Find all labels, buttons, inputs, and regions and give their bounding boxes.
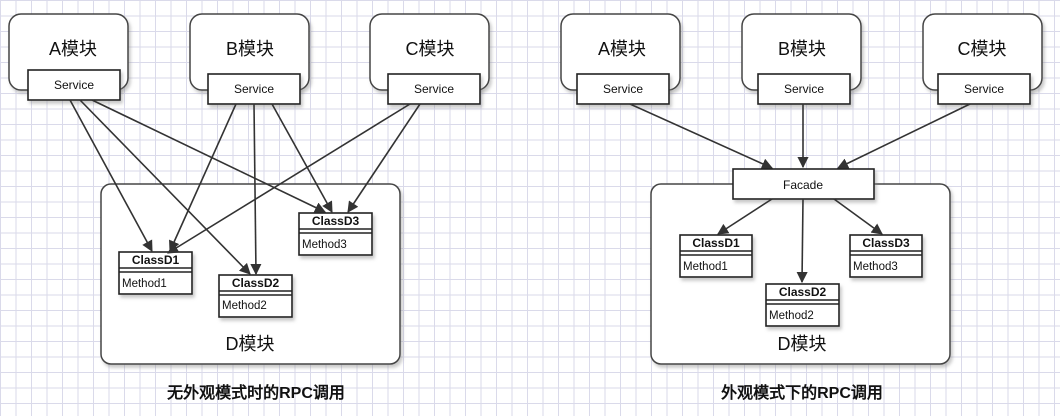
left-class-d3-name: ClassD3 xyxy=(312,214,360,228)
left-module-c-label: C模块 xyxy=(406,39,455,59)
right-class-d3-method: Method3 xyxy=(853,261,898,273)
right-arrow-facade-d1 xyxy=(717,198,773,235)
right-service-a: Service xyxy=(576,73,670,105)
right-arrow-a-facade xyxy=(629,103,774,169)
left-module-b: B模块 Service xyxy=(189,13,310,105)
right-module-a-label: A模块 xyxy=(598,39,646,59)
left-class-d2-method: Method2 xyxy=(222,300,267,312)
left-arrow-a-d2 xyxy=(79,99,251,275)
left-arrow-a-d1 xyxy=(69,99,153,252)
left-class-d1: ClassD1 Method1 xyxy=(118,251,193,295)
right-arrows-to-facade xyxy=(629,103,971,169)
right-class-d2-method: Method2 xyxy=(769,310,814,322)
left-service-c-label: Service xyxy=(414,82,454,96)
right-arrow-facade-d3 xyxy=(833,198,883,235)
left-module-a: A模块 Service xyxy=(8,13,129,101)
right-class-d3: ClassD3 Method3 xyxy=(849,234,923,278)
left-arrow-b-d2 xyxy=(250,103,262,276)
right-class-d2: ClassD2 Method2 xyxy=(765,283,840,327)
left-service-a-label: Service xyxy=(54,78,94,92)
left-class-d3-method: Method3 xyxy=(302,239,347,251)
left-arrow-c-d3 xyxy=(347,103,421,213)
left-arrow-b-d1 xyxy=(169,103,237,253)
right-service-c: Service xyxy=(937,73,1031,105)
right-caption: 外观模式下的RPC调用 xyxy=(720,383,883,402)
right-class-d2-name: ClassD2 xyxy=(779,285,827,299)
left-service-b-label: Service xyxy=(234,82,274,96)
right-service-c-label: Service xyxy=(964,82,1004,96)
left-arrow-a-d3 xyxy=(91,99,327,213)
left-class-d1-method: Method1 xyxy=(122,278,167,290)
left-d-module-label: D模块 xyxy=(226,334,275,354)
left-service-b: Service xyxy=(207,73,301,105)
facade-label: Facade xyxy=(783,178,823,192)
left-caption: 无外观模式时的RPC调用 xyxy=(166,383,345,402)
left-class-d2-name: ClassD2 xyxy=(232,276,280,290)
left-module-b-label: B模块 xyxy=(226,39,274,59)
right-module-c-label: C模块 xyxy=(958,39,1007,59)
left-module-a-label: A模块 xyxy=(49,39,97,59)
left-class-d2: ClassD2 Method2 xyxy=(218,274,293,318)
right-service-a-label: Service xyxy=(603,82,643,96)
left-arrows xyxy=(69,99,421,276)
left-module-c: C模块 Service xyxy=(369,13,490,105)
right-module-b-label: B模块 xyxy=(778,39,826,59)
right-class-d1: ClassD1 Method1 xyxy=(679,234,753,278)
right-service-b: Service xyxy=(757,73,851,105)
left-arrow-c-d1 xyxy=(167,103,411,254)
right-module-b: B模块 Service xyxy=(741,13,862,105)
right-arrows-from-facade xyxy=(717,198,883,284)
left-class-d3: ClassD3 Method3 xyxy=(298,212,373,256)
right-diagram: D模块 A模块 Service B模块 Service C模块 xyxy=(560,13,1043,402)
left-class-d1-name: ClassD1 xyxy=(132,253,180,267)
right-module-c: C模块 Service xyxy=(922,13,1043,105)
right-service-b-label: Service xyxy=(784,82,824,96)
right-class-d1-method: Method1 xyxy=(683,261,728,273)
right-module-a: A模块 Service xyxy=(560,13,681,105)
left-diagram: D模块 A模块 Service B模块 Service C模块 xyxy=(8,13,490,402)
right-class-d3-name: ClassD3 xyxy=(862,236,910,250)
facade-box: Facade xyxy=(732,168,875,200)
left-arrow-b-d3 xyxy=(271,103,333,213)
right-d-module-label: D模块 xyxy=(778,334,827,354)
right-arrow-c-facade xyxy=(836,103,971,169)
left-service-a: Service xyxy=(27,69,121,101)
right-arrow-facade-d2 xyxy=(796,198,808,284)
left-service-c: Service xyxy=(387,73,481,105)
right-class-d1-name: ClassD1 xyxy=(692,236,740,250)
